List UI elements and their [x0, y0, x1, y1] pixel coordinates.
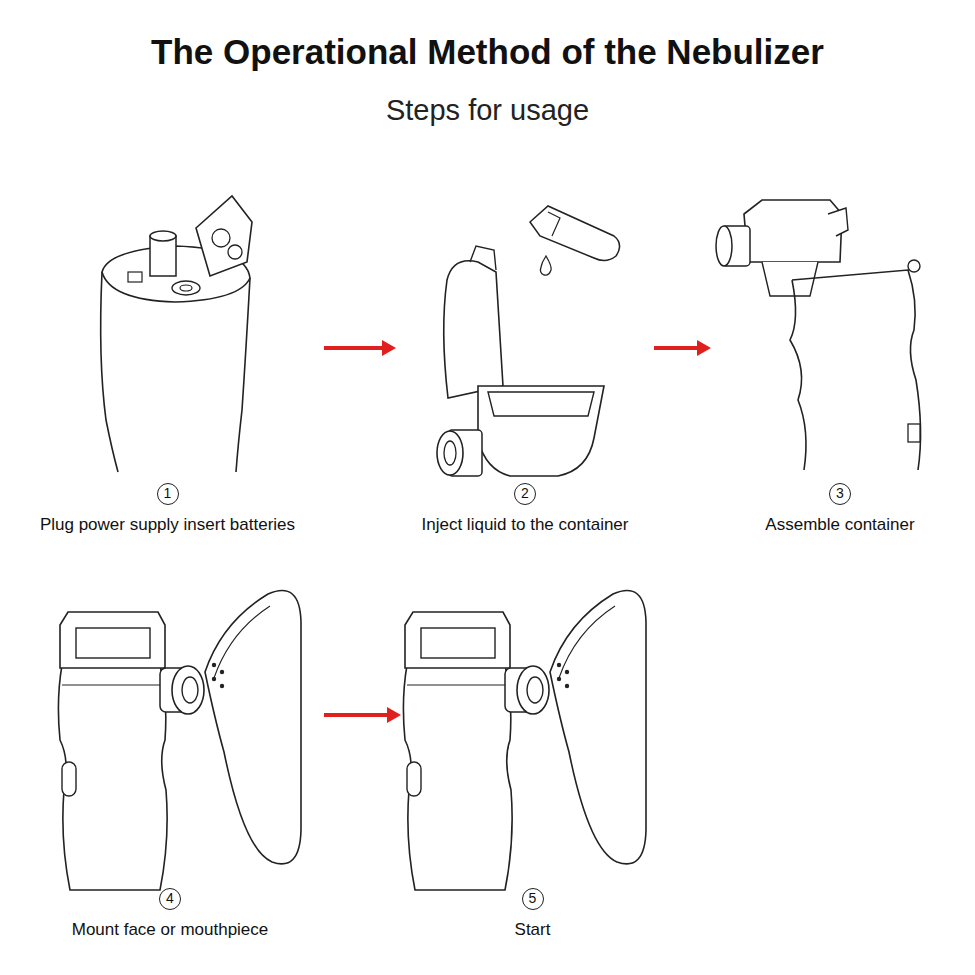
cup-lid [444, 261, 503, 398]
step-panel: 3Assemble container [715, 140, 965, 535]
callout-number: 3 [830, 484, 850, 504]
arrow-shaft [324, 713, 387, 717]
nebulizer-with-mask [58, 591, 301, 891]
diagram-title: The Operational Method of the Nebulizer [0, 30, 975, 74]
lid-contact [228, 245, 242, 259]
arrow-shaft [654, 346, 697, 350]
step-panel: 2Inject liquid to the container [400, 140, 650, 535]
step-caption: Mount face or mouthpiece [20, 920, 320, 940]
cup-opening [488, 392, 594, 416]
contact [128, 272, 142, 282]
callout-circle: 5 [522, 888, 544, 910]
battery-top [150, 231, 176, 241]
callout-number: 1 [158, 484, 178, 504]
medicine-cup [437, 206, 620, 476]
step-caption: Assemble container [715, 515, 965, 535]
step-caption: Plug power supply insert batteries [15, 515, 320, 535]
battery-lid [196, 196, 252, 276]
step-panel: 5Start [405, 590, 660, 940]
arrow-shaft [324, 346, 382, 350]
callout-circle: 3 [829, 483, 851, 505]
cup-outlet [437, 431, 463, 475]
battery-end [172, 281, 200, 295]
vial [530, 206, 620, 261]
nebulizer-with-mask [403, 591, 646, 891]
lid-tab [470, 246, 496, 270]
callout-circle: 2 [514, 483, 536, 505]
callout-number: 4 [160, 889, 180, 909]
arrow-head [697, 340, 711, 356]
step-caption: Start [405, 920, 660, 940]
step-arrow [324, 707, 401, 723]
battery [150, 236, 176, 276]
battery-handle [101, 196, 252, 472]
callout-number: 2 [515, 484, 535, 504]
step-arrow [324, 340, 396, 356]
step-caption: Inject liquid to the container [400, 515, 650, 535]
handle-body [790, 270, 921, 470]
step-arrow [654, 340, 711, 356]
step-panel: 4Mount face or mouthpiece [20, 590, 320, 940]
arrow-head [387, 707, 401, 723]
cup-clip [828, 208, 848, 236]
cup-outlet-hole [444, 441, 456, 465]
step-panel: 1Plug power supply insert batteries [15, 140, 320, 535]
callout-circle: 4 [159, 888, 181, 910]
battery-end [180, 285, 192, 291]
cup-on-top [744, 200, 842, 262]
handle-notch [908, 424, 920, 442]
arrow-head [382, 340, 396, 356]
vial-neck [548, 212, 560, 236]
subtitle: Steps for usage [0, 93, 975, 128]
lid-contact [212, 229, 230, 247]
cup-nozzle-end [716, 226, 732, 266]
callout-number: 5 [523, 889, 543, 909]
drop [540, 256, 551, 275]
assembly [716, 200, 921, 470]
cup-body [478, 386, 604, 476]
handle-button [908, 260, 920, 272]
callout-circle: 1 [157, 483, 179, 505]
